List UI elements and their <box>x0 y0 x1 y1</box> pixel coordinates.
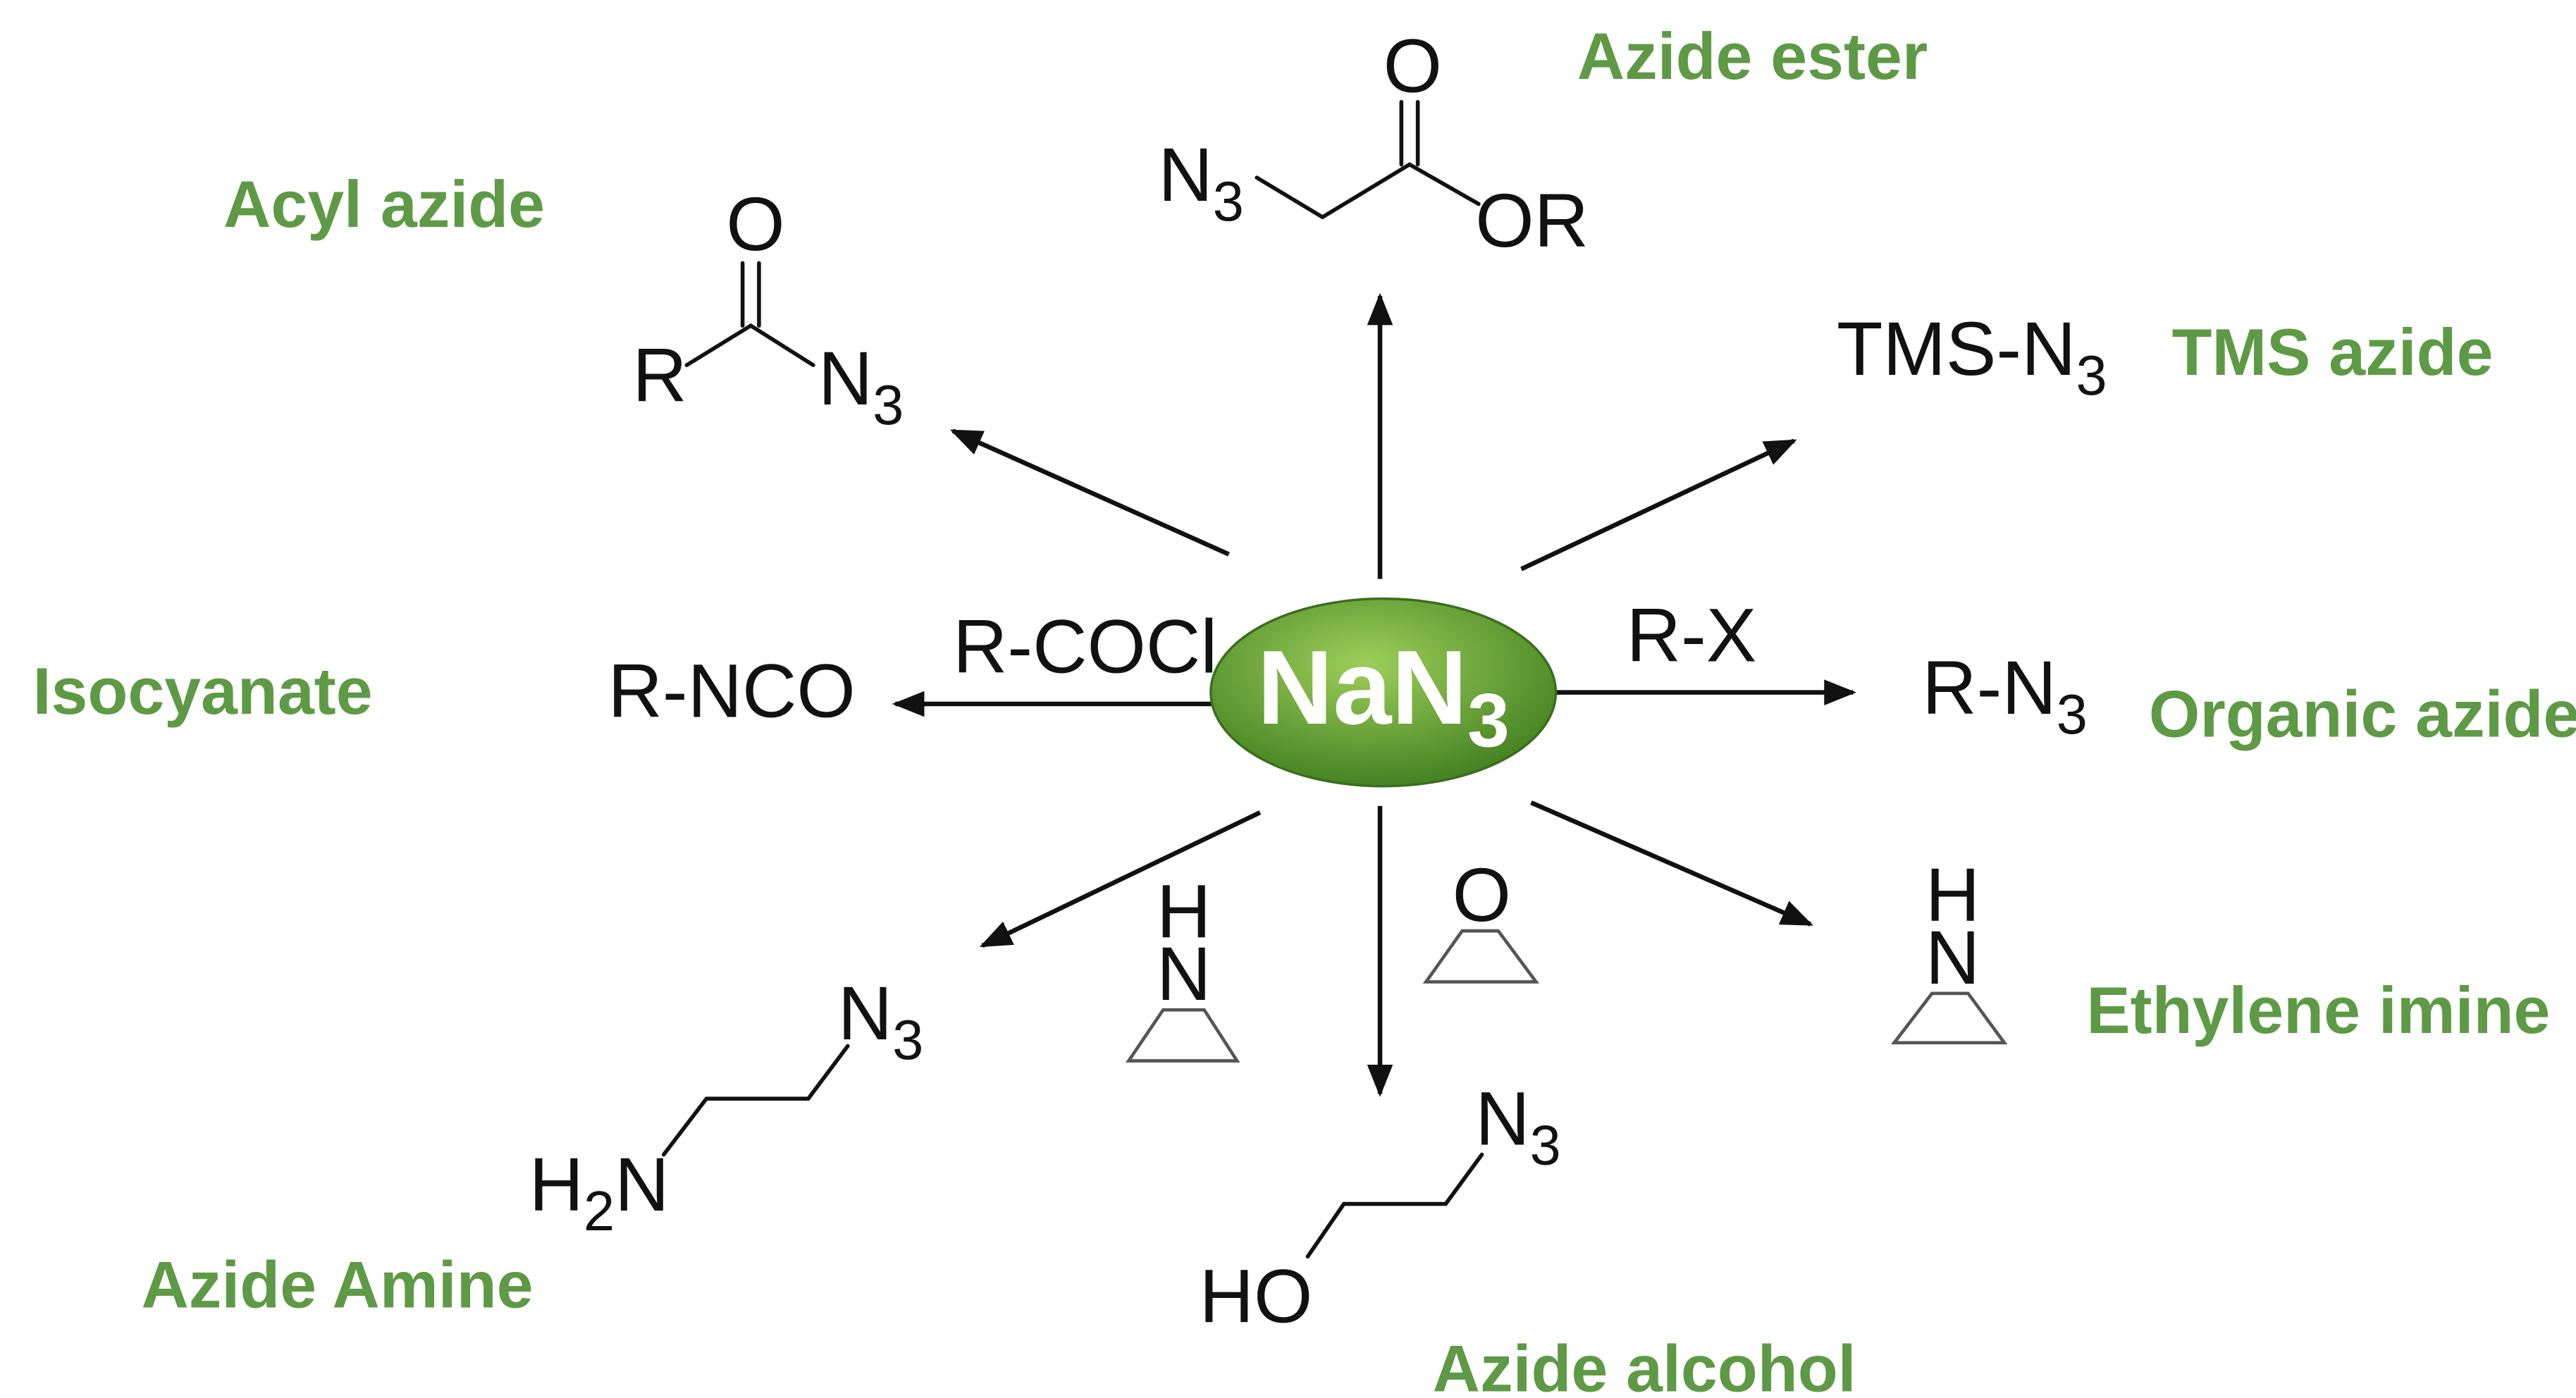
arrow-to-azide-amine <box>979 810 1262 948</box>
center-reagent: NaN3 <box>1209 597 1558 788</box>
azide-alcohol-structure: N3 HO <box>1200 1076 1561 1338</box>
label-isocyanate: Isocyanate <box>33 655 373 728</box>
reaction-arrows <box>892 292 1856 1097</box>
azide-alcohol-chain <box>1305 1152 1484 1259</box>
tms-azide-formula: TMS-N3 <box>1837 307 2107 407</box>
aziridine-left-n: N <box>1157 932 1211 1016</box>
label-organic-azide: Organic azide <box>2149 678 2576 751</box>
label-azide-ester: Azide ester <box>1577 20 1928 93</box>
aziridine-left-ring <box>1125 1008 1240 1063</box>
acyl-azide-structure: R O N3 <box>632 182 904 436</box>
ethylene-imine-h: H <box>1925 853 1980 937</box>
label-azide-alcohol: Azide alcohol <box>1433 1332 1856 1398</box>
label-ethylene-imine: Ethylene imine <box>2086 974 2550 1047</box>
label-azide-amine: Azide Amine <box>141 1249 533 1322</box>
azide-ester-n3: N3 <box>1158 132 1244 233</box>
arrow-to-tms-azide <box>1520 438 1797 571</box>
azide-alcohol-ho: HO <box>1200 1254 1313 1339</box>
azide-ester-structure: N3 O OR <box>1158 24 1589 263</box>
center-formula-main: NaN <box>1257 629 1467 746</box>
azide-amine-n3: N3 <box>838 971 924 1071</box>
ethylene-imine-structure: H N <box>1890 853 2008 1045</box>
ethylene-imine-ring <box>1890 991 2008 1045</box>
center-formula: NaN3 <box>1257 629 1510 763</box>
azide-amine-h2n: H2N <box>529 1142 670 1242</box>
azide-ester-chain <box>1255 162 1481 220</box>
aziridine-left-h: H <box>1157 869 1211 953</box>
ethylene-imine-n: N <box>1925 915 1980 1000</box>
arrow-to-ethylene-imine <box>1530 800 1813 927</box>
acyl-azide-n3: N3 <box>818 336 904 436</box>
arrow-to-acyl-azide <box>949 428 1230 557</box>
azide-amine-structure: N3 H2N <box>529 971 924 1242</box>
label-acyl-azide: Acyl azide <box>223 168 545 241</box>
azide-ester-or: OR <box>1475 178 1589 263</box>
label-tms-azide: TMS azide <box>2172 316 2494 389</box>
isocyanate-formula: R-NCO <box>608 649 855 734</box>
epoxide-reagent: O <box>1422 853 1540 984</box>
reagent-right: R-X <box>1627 593 1757 677</box>
epoxide-o: O <box>1453 853 1511 937</box>
reagent-left: R-COCl <box>953 605 1217 689</box>
organic-azide-formula: R-N3 <box>1922 645 2088 746</box>
center-formula-sub: 3 <box>1467 679 1510 763</box>
acyl-azide-r: R <box>632 333 686 417</box>
epoxide-ring <box>1422 929 1540 984</box>
center-oval <box>1209 597 1558 788</box>
azide-amine-chain <box>661 1044 850 1157</box>
aziridine-reagent-left: H N <box>1125 869 1240 1063</box>
acyl-azide-o: O <box>726 182 784 266</box>
azide-ester-o: O <box>1383 24 1442 109</box>
acyl-azide-bonds <box>684 323 815 367</box>
azide-alcohol-n3: N3 <box>1475 1076 1561 1176</box>
